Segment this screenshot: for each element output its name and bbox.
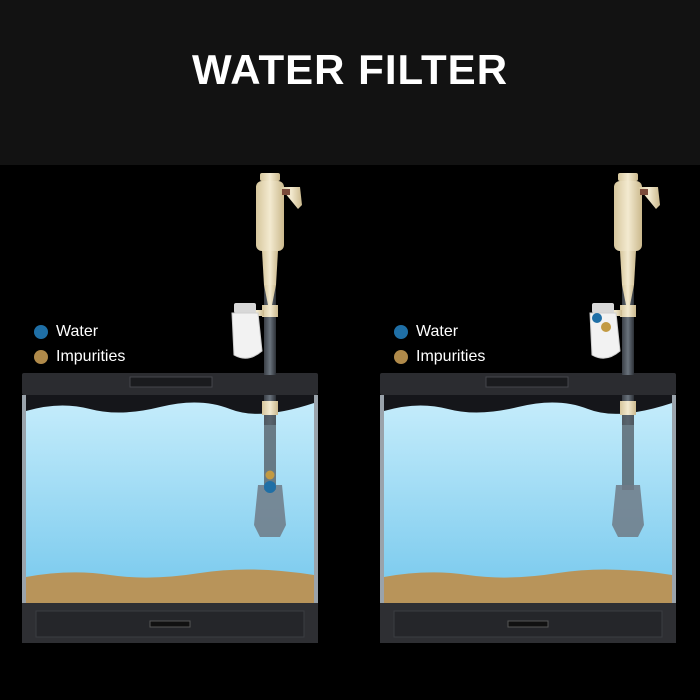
legend-item-water: Water — [394, 319, 485, 344]
filter-bag-icon — [589, 303, 621, 359]
header-band — [0, 0, 700, 165]
sand — [26, 569, 314, 603]
water — [384, 402, 672, 585]
impurities-dot-icon — [34, 349, 48, 364]
aquarium-siphon-illustration-left — [22, 173, 318, 643]
legend-label-water: Water — [56, 322, 99, 340]
panel-filtered: Water Impurities — [350, 165, 700, 700]
filter-bag-icon — [231, 303, 263, 359]
water-dot-icon — [34, 324, 48, 339]
aquarium-siphon-illustration-right — [380, 173, 676, 643]
page-title: WATER FILTER — [191, 46, 509, 93]
panel-with-impurities: Water Impurities — [0, 165, 350, 700]
sand — [384, 569, 672, 603]
legend: Water Impurities — [394, 319, 485, 369]
legend-item-impurities: Impurities — [394, 344, 485, 369]
nozzle — [612, 485, 644, 537]
legend-label-water: Water — [416, 322, 459, 340]
nozzle — [254, 485, 286, 537]
siphon-pump-icon — [608, 173, 660, 317]
legend-label-impurities: Impurities — [416, 347, 486, 365]
legend-item-impurities: Impurities — [34, 344, 125, 369]
legend-item-water: Water — [34, 319, 125, 344]
siphon-pump-icon — [250, 173, 302, 317]
legend: Water Impurities — [34, 319, 125, 369]
legend-label-impurities: Impurities — [56, 347, 126, 365]
water-dot-icon — [394, 324, 408, 339]
impurities-dot-icon — [394, 349, 408, 364]
water — [26, 402, 314, 585]
